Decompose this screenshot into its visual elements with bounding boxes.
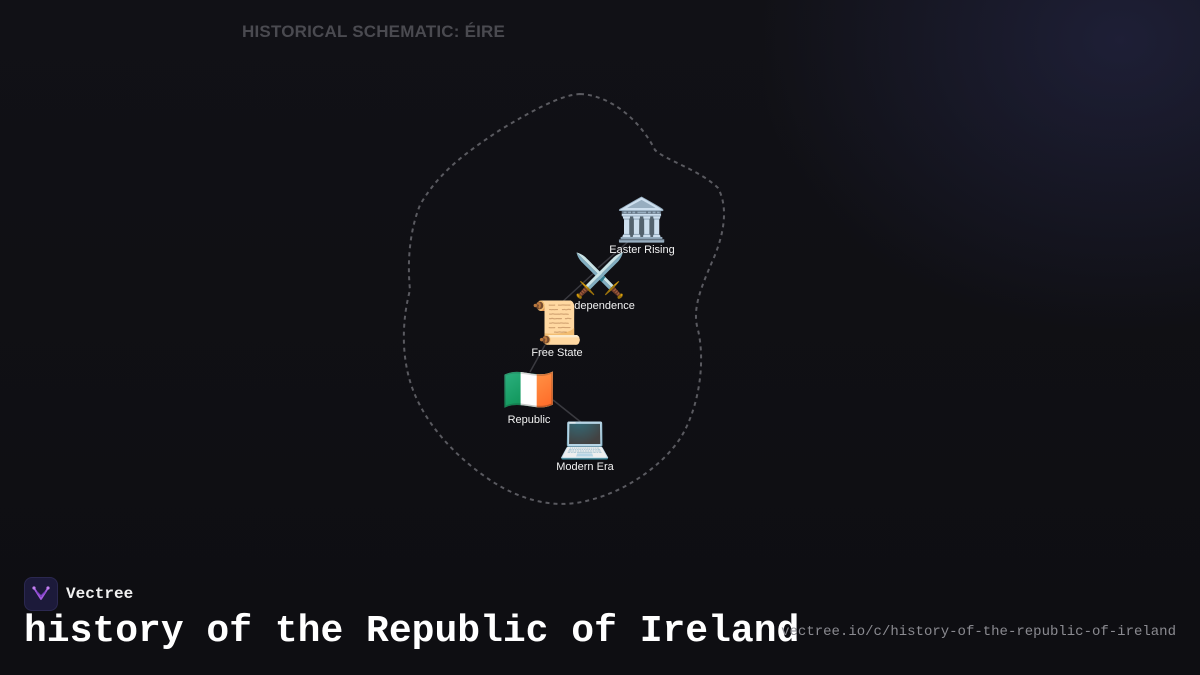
node-free-state[interactable]: 📜 Free State (497, 299, 617, 359)
node-independence[interactable]: ⚔️ Independence (540, 252, 660, 312)
classical-building-icon: 🏛️ (615, 196, 669, 243)
node-label: Easter Rising (609, 244, 675, 256)
node-modern-era[interactable]: 💻 Modern Era (525, 413, 645, 473)
node-republic[interactable]: 🇮🇪 Republic (469, 366, 589, 426)
vectree-logo-icon (24, 577, 58, 611)
ireland-outline (402, 92, 725, 505)
scroll-icon: 📜 (530, 299, 584, 346)
node-label: Modern Era (556, 461, 614, 473)
node-label: Republic (507, 414, 551, 426)
edge-republic-modern-era (552, 399, 583, 424)
brand-name: Vectree (66, 585, 134, 603)
node-label: Free State (531, 347, 583, 359)
edge-independence-free-state (559, 271, 596, 305)
page-title: history of the Republic of Ireland (24, 610, 800, 653)
page-url[interactable]: vectree.io/c/history-of-the-republic-of-… (781, 624, 1176, 640)
schematic-title: HISTORICAL SCHEMATIC: ÉIRE (242, 22, 506, 41)
edge-easter-rising-independence (597, 239, 631, 269)
laptop-icon: 💻 (558, 413, 612, 460)
edge-free-state-republic (529, 344, 546, 373)
node-label: Independence (565, 300, 635, 312)
node-easter-rising[interactable]: 🏛️ Easter Rising (582, 196, 702, 256)
crossed-swords-icon: ⚔️ (573, 252, 627, 299)
ireland-flag-icon: 🇮🇪 (502, 366, 556, 413)
brand[interactable]: Vectree (24, 577, 133, 611)
